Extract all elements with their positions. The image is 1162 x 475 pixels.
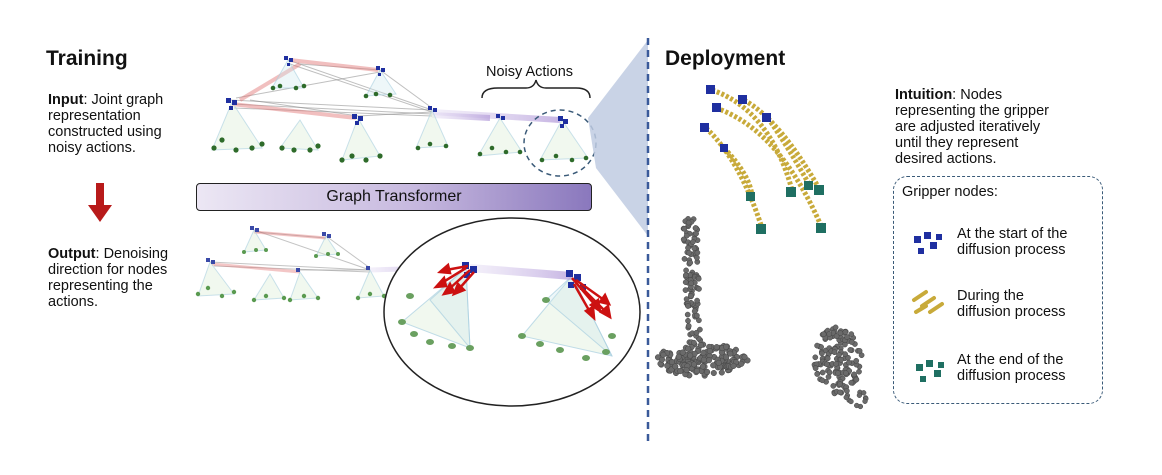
legend-title: Gripper nodes: [902, 184, 998, 200]
deployment-trajectories [700, 85, 826, 234]
legend-item-end: At the end of the diffusion process [957, 352, 1066, 384]
graph-edges-gray [229, 59, 433, 117]
point-cloud-object-1 [654, 216, 751, 379]
legend-item-during: During the diffusion process [957, 288, 1066, 320]
legend-start-icon [914, 232, 942, 254]
graph-edges-light [211, 58, 589, 161]
intuition-description: Intuition: Nodes representing the grippe… [895, 87, 1049, 167]
graph-nodes-green [211, 83, 589, 163]
output-label: Output [48, 246, 96, 262]
graph-edges-red [231, 58, 379, 120]
training-output-graph [195, 226, 441, 303]
intuition-label: Intuition [895, 87, 953, 103]
zoomed-output-view [383, 217, 641, 407]
training-input-description: Input: Joint graph representation constr… [48, 92, 164, 156]
input-label: Input [48, 92, 84, 108]
training-joint-graph [211, 56, 589, 163]
gripper-nodes-legend [893, 176, 1103, 404]
legend-item-start: At the start of the diffusion process [957, 226, 1068, 258]
training-output-description: Output: Denoising direction for nodes re… [48, 246, 169, 310]
noisy-actions-label: Noisy Actions [486, 64, 574, 80]
denoising-arrows [432, 262, 612, 321]
training-title: Training [46, 47, 128, 70]
legend-during-icon [912, 290, 944, 314]
noisy-actions-brace [481, 79, 591, 99]
point-cloud-object-2 [811, 324, 869, 410]
legend-end-icon [916, 360, 944, 382]
graph-nodes-blue [226, 56, 568, 128]
zoom-wedge [588, 40, 648, 236]
down-arrow [88, 183, 112, 222]
graph-transformer-box: Graph Transformer [196, 183, 592, 211]
deployment-title: Deployment [665, 47, 786, 70]
